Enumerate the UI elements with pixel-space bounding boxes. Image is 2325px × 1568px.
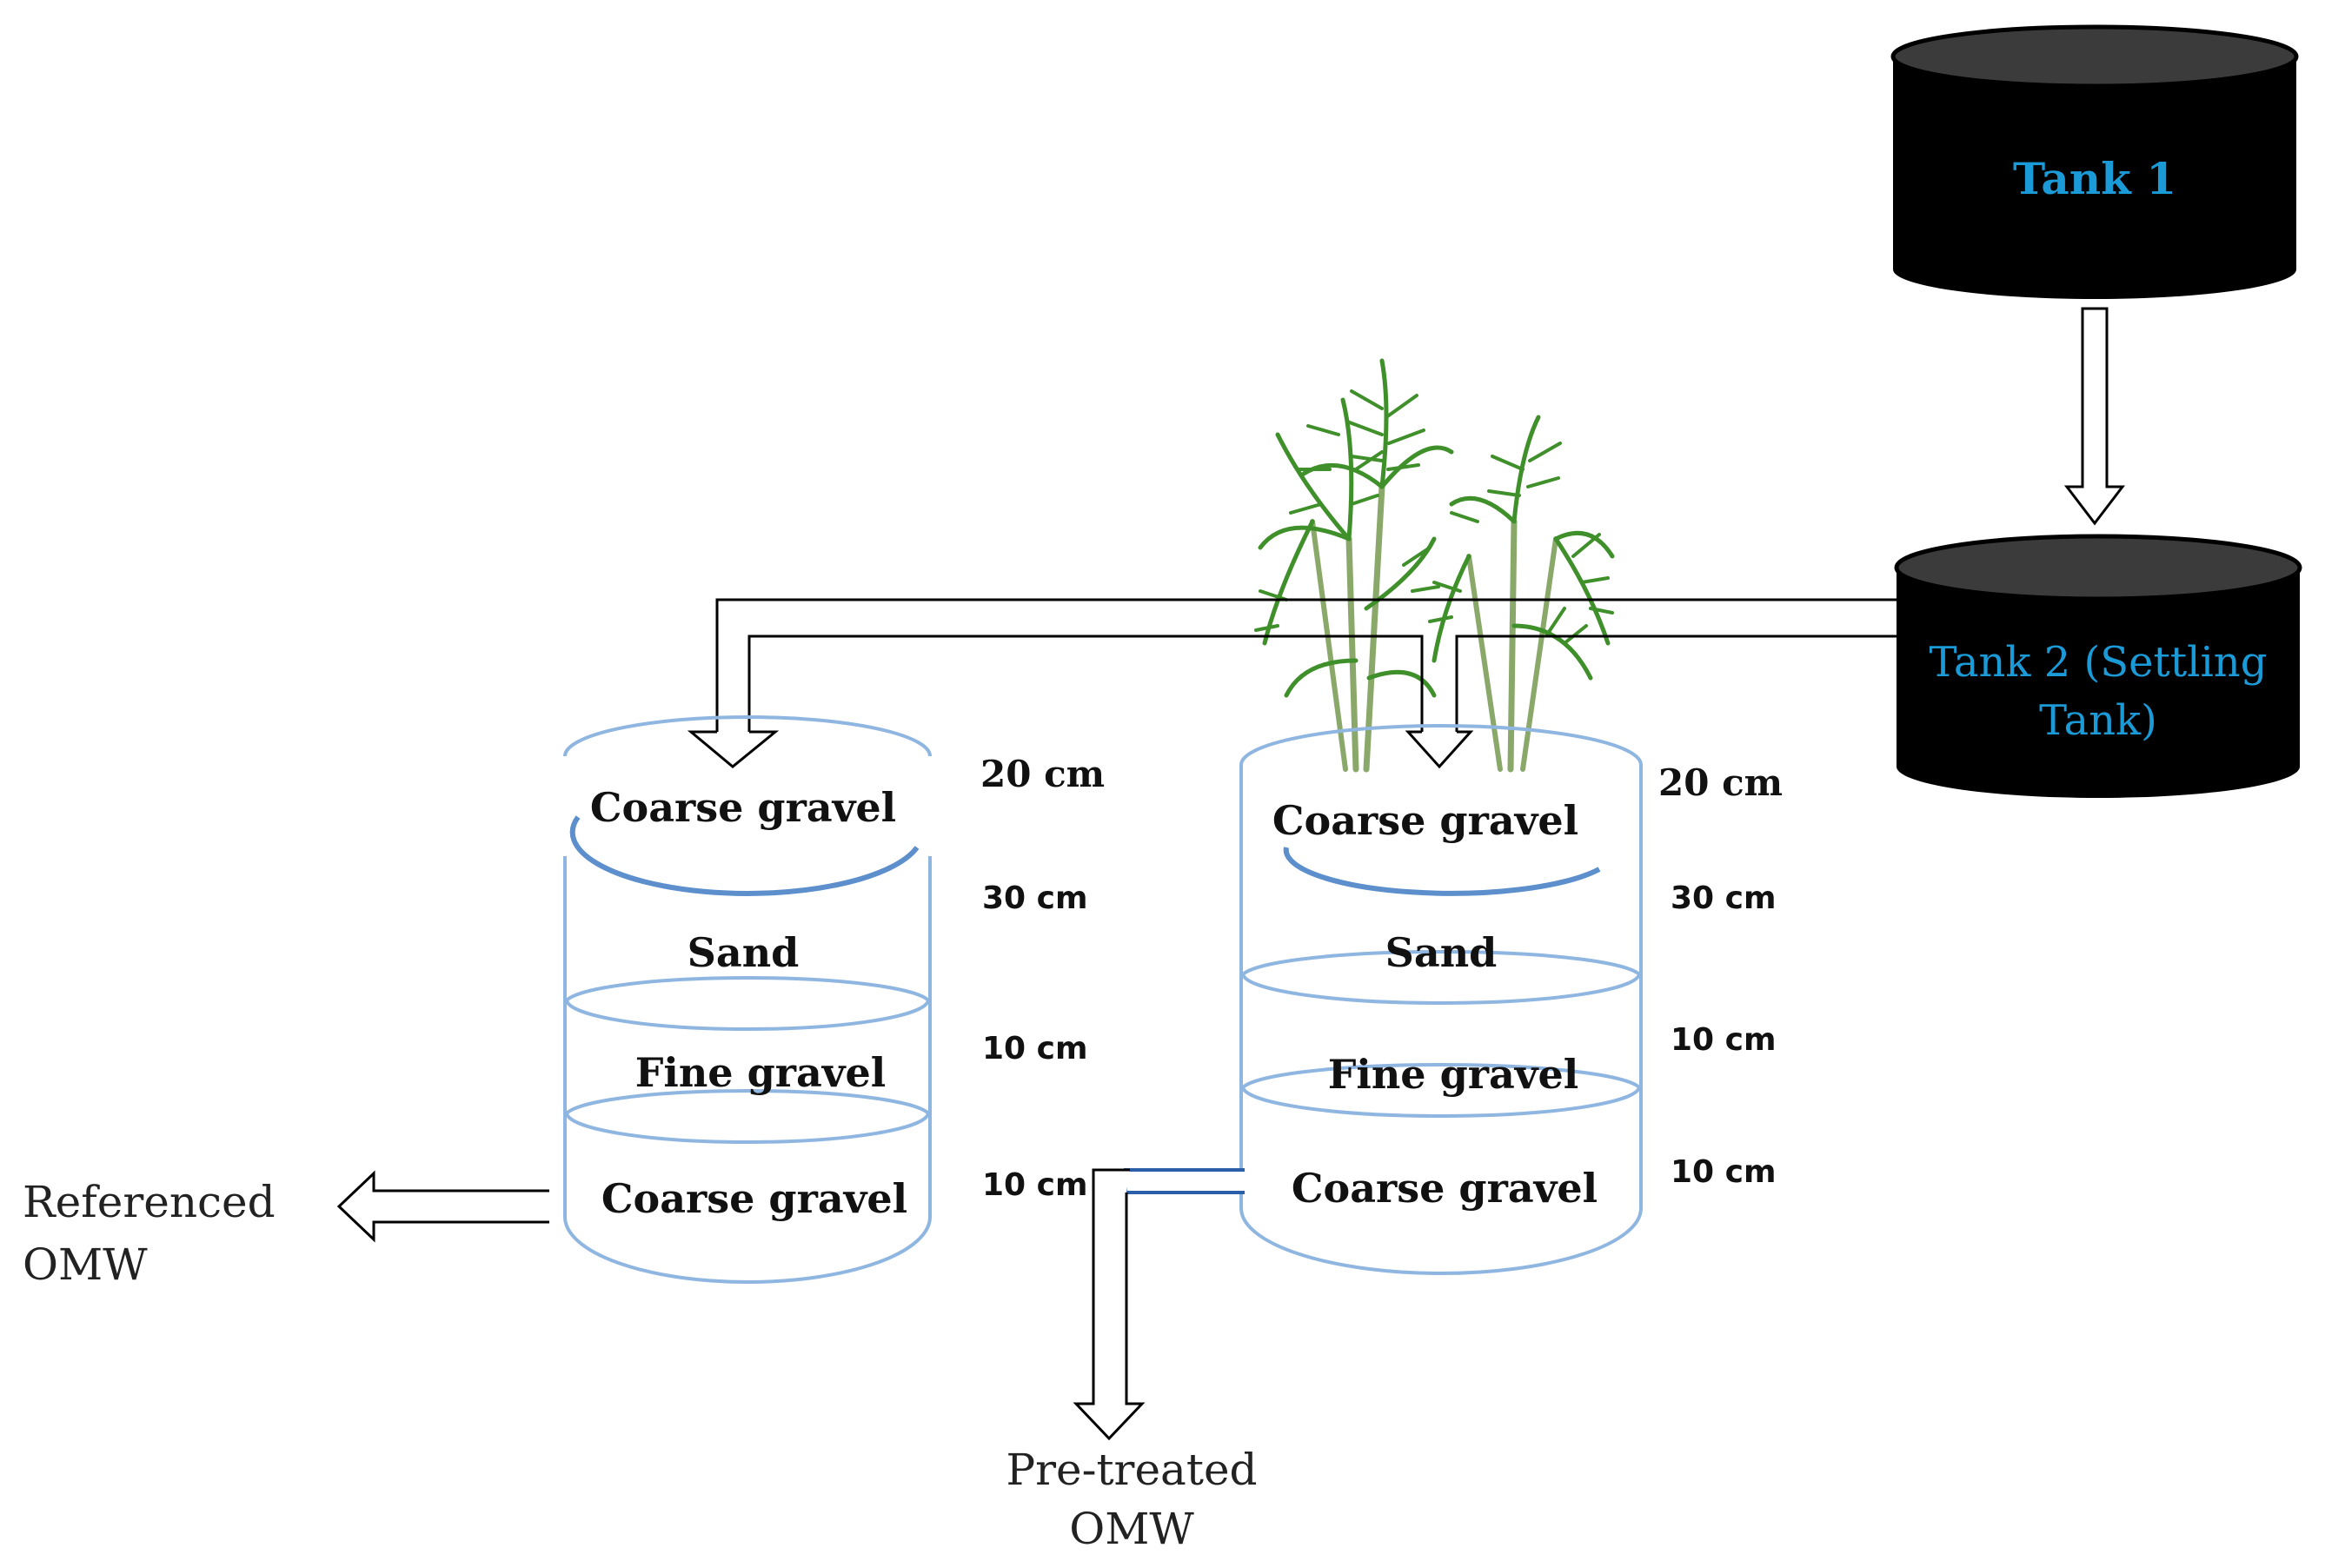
right-depth-top: 20 cm — [1658, 761, 1783, 804]
pretreated-omw-line2: OMW — [1069, 1504, 1194, 1554]
arrow-tank1-to-tank2 — [2063, 307, 2126, 526]
left-layer-fine-gravel: Fine gravel — [635, 1049, 887, 1096]
tank-2-settling: Tank 2 (Settling Tank) — [1894, 534, 2302, 798]
tank-1-label: Tank 1 — [2013, 153, 2176, 204]
right-layer-fine-gravel: Fine gravel — [1328, 1051, 1579, 1098]
left-layer-coarse-bottom: Coarse gravel — [601, 1175, 907, 1222]
feed-pipe — [687, 598, 1897, 769]
left-depth-bottom: 10 cm — [982, 1167, 1087, 1203]
right-layer-coarse-bottom: Coarse gravel — [1292, 1165, 1598, 1212]
plant-icon — [1254, 358, 1615, 773]
right-depth-third: 10 cm — [1671, 1022, 1776, 1058]
left-depth-top: 20 cm — [980, 753, 1105, 795]
pretreated-outlet-pipe — [1073, 1168, 1245, 1441]
tank-2-label-line1: Tank 2 (Settling — [1930, 638, 2268, 687]
left-layer-coarse-top: Coarse gravel — [590, 784, 896, 831]
left-depth-second: 30 cm — [982, 880, 1087, 916]
right-layer-sand: Sand — [1385, 929, 1498, 976]
referenced-outlet-arrow — [336, 1170, 549, 1243]
referenced-omw-line1: Referenced — [23, 1177, 276, 1227]
right-layer-coarse-top: Coarse gravel — [1272, 797, 1578, 844]
referenced-omw-line2: OMW — [23, 1239, 148, 1290]
pretreated-omw-line1: Pre-treated — [1006, 1445, 1257, 1495]
right-filter — [1239, 724, 1643, 1275]
left-layer-sand: Sand — [688, 929, 800, 976]
right-depth-bottom: 10 cm — [1671, 1154, 1776, 1190]
tank-1: Tank 1 — [1890, 24, 2299, 299]
tank-2-label-line2: Tank) — [2039, 696, 2157, 745]
right-depth-second: 30 cm — [1671, 880, 1776, 916]
left-depth-third: 10 cm — [982, 1031, 1087, 1066]
left-filter — [563, 715, 932, 1284]
